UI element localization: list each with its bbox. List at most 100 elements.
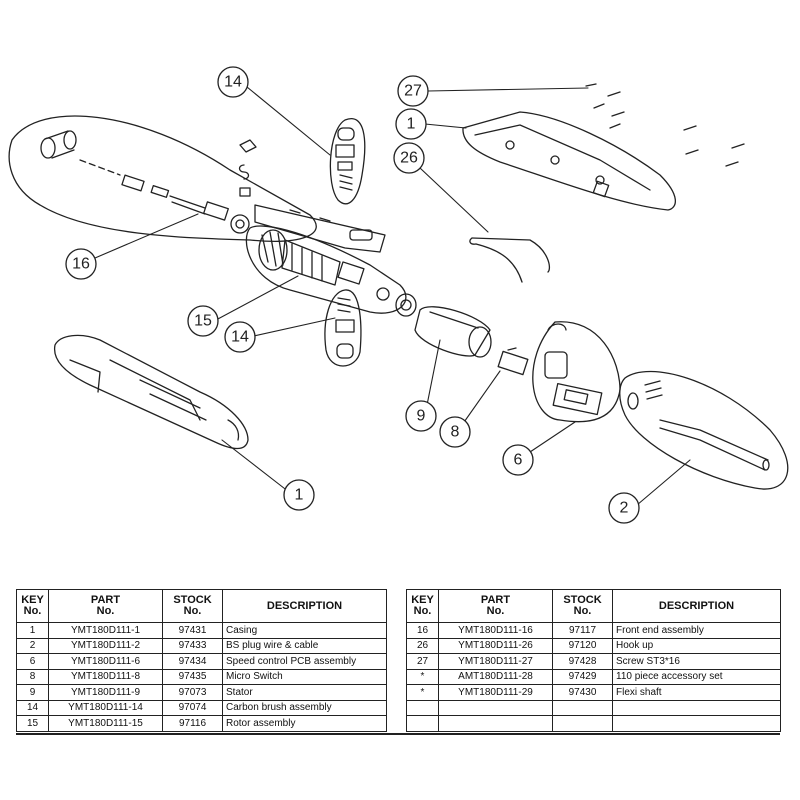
part-cell: YMT180D111-14: [48, 699, 163, 716]
part-cell: YMT180D111-27: [438, 653, 553, 670]
carbon-brush-assembly-lower: [324, 289, 362, 367]
svg-text:27: 27: [404, 83, 422, 100]
description-cell: Stator: [222, 684, 387, 701]
description-cell: Rotor assembly: [222, 715, 387, 732]
assembled-casing: [53, 334, 249, 450]
stock-cell: 97430: [552, 684, 613, 701]
key-cell: *: [406, 684, 439, 701]
part-cell: [438, 699, 553, 716]
description-cell: BS plug wire & cable: [222, 637, 387, 654]
casing-top: [462, 111, 676, 211]
description-cell: Speed control PCB assembly: [222, 653, 387, 670]
bs-plug-wire-cable: [619, 370, 789, 490]
svg-text:16: 16: [72, 256, 90, 273]
speed-control-pcb: [532, 321, 621, 423]
svg-text:8: 8: [451, 424, 460, 441]
stock-cell: 97433: [162, 637, 223, 654]
description-cell: Flexi shaft: [612, 684, 781, 701]
stock-cell: 97429: [552, 668, 613, 685]
callout-14-lower: 14: [224, 321, 256, 353]
stock-cell: [552, 715, 613, 732]
stock-cell: 97074: [162, 699, 223, 716]
callout-27: 27: [397, 75, 429, 107]
svg-text:9: 9: [417, 408, 426, 425]
description-cell: 110 piece accessory set: [612, 668, 781, 685]
callout-16: 16: [65, 248, 97, 280]
key-cell: 26: [406, 637, 439, 654]
svg-text:1: 1: [295, 487, 304, 504]
key-cell: 8: [16, 668, 49, 685]
svg-text:1: 1: [407, 116, 416, 133]
stock-cell: 97428: [552, 653, 613, 670]
callout-26: 26: [393, 142, 425, 174]
stator: [414, 306, 492, 358]
description-header: DESCRIPTION: [222, 589, 387, 623]
bottom-divider: [16, 733, 780, 735]
svg-text:15: 15: [194, 313, 212, 330]
part-cell: YMT180D111-15: [48, 715, 163, 732]
callout-9: 9: [405, 400, 437, 432]
callout-15: 15: [187, 305, 219, 337]
description-cell: Micro Switch: [222, 668, 387, 685]
callout-6: 6: [502, 444, 534, 476]
carbon-brush-assembly-upper: [329, 118, 366, 205]
key-cell: 15: [16, 715, 49, 732]
key-cell: 16: [406, 622, 439, 639]
svg-text:6: 6: [514, 452, 523, 469]
part-cell: YMT180D111-26: [438, 637, 553, 654]
callout-1-bottom: 1: [283, 479, 315, 511]
part-cell: YMT180D111-2: [48, 637, 163, 654]
svg-text:14: 14: [231, 329, 249, 346]
callout-14-upper: 14: [217, 66, 249, 98]
part-cell: AMT180D111-28: [438, 668, 553, 685]
key-cell: 1: [16, 622, 49, 639]
hook-up: [469, 237, 551, 283]
leader-lines: [94, 86, 691, 506]
stock-cell: 97434: [162, 653, 223, 670]
stock-cell: 97431: [162, 622, 223, 639]
part-cell: YMT180D111-6: [48, 653, 163, 670]
key-cell: [406, 699, 439, 716]
description-header: DESCRIPTION: [612, 589, 781, 623]
stock-cell: 97120: [552, 637, 613, 654]
part-cell: YMT180D111-16: [438, 622, 553, 639]
stock-cell: 97117: [552, 622, 613, 639]
callout-2: 2: [608, 492, 640, 524]
description-cell: Hook up: [612, 637, 781, 654]
key-cell: *: [406, 668, 439, 685]
stock-cell: 97116: [162, 715, 223, 732]
description-cell: [612, 699, 781, 716]
front-end-assembly: [8, 115, 317, 242]
description-cell: Carbon brush assembly: [222, 699, 387, 716]
stock-cell: [552, 699, 613, 716]
callout-1-top: 1: [395, 108, 427, 140]
description-cell: Casing: [222, 622, 387, 639]
key-cell: 2: [16, 637, 49, 654]
callout-8: 8: [439, 416, 471, 448]
key-cell: [406, 715, 439, 732]
part-cell: YMT180D111-8: [48, 668, 163, 685]
key-cell: 6: [16, 653, 49, 670]
part-cell: YMT180D111-1: [48, 622, 163, 639]
micro-switch: [497, 347, 529, 376]
svg-text:2: 2: [620, 500, 629, 517]
